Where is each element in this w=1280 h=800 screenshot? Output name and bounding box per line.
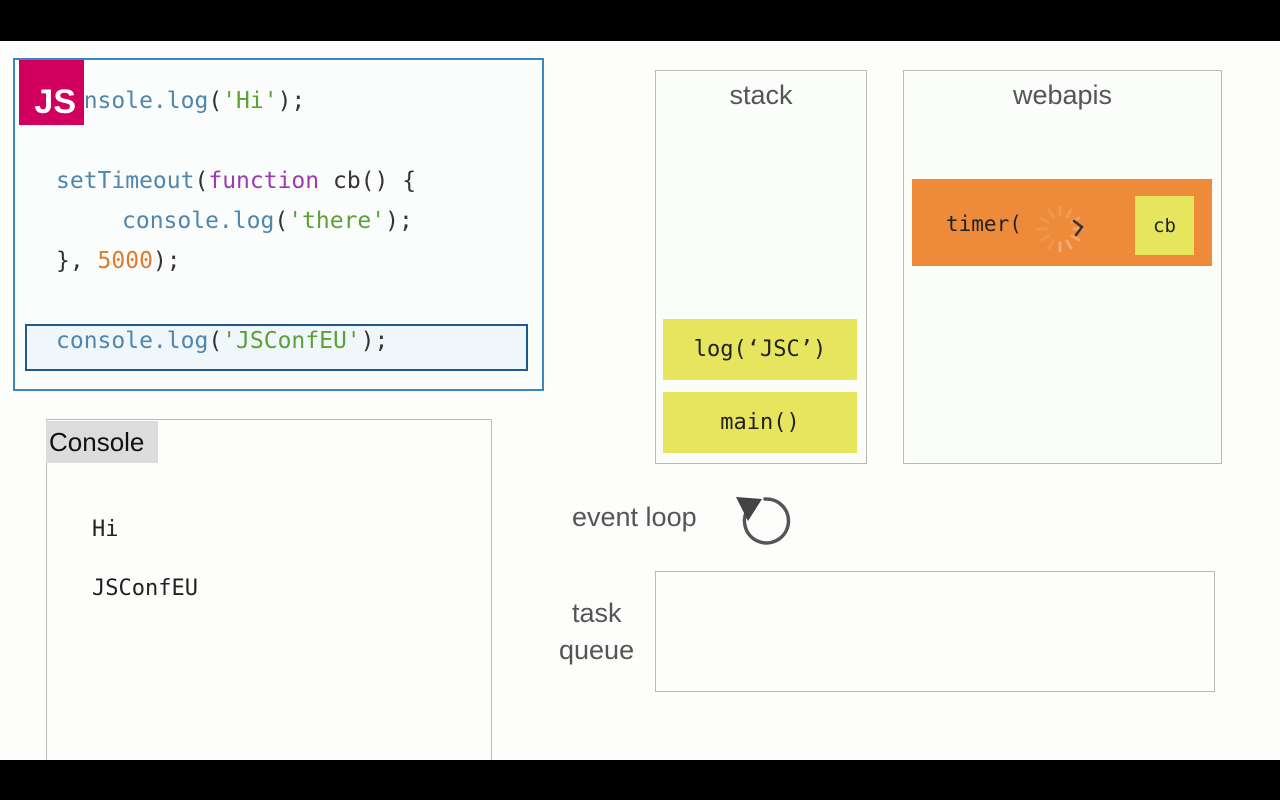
code-identifier: setTimeout (56, 168, 195, 194)
code-punct: ( (194, 168, 209, 194)
stack-frame: log(‘JSC’) (663, 319, 857, 380)
current-line-highlight (25, 324, 528, 371)
console-output-line: JSConfEU (92, 576, 198, 601)
code-line-3: console.log('there'); (122, 208, 413, 234)
code-punct: ); (277, 88, 306, 114)
webapis-panel: webapis (903, 70, 1222, 464)
code-identifier: console.log (122, 208, 275, 234)
code-keyword: function (208, 168, 320, 194)
webapis-title: webapis (1012, 80, 1113, 110)
task-queue-label-1: task (572, 598, 622, 628)
console-title: Console (46, 421, 158, 463)
loop-arrow-icon (736, 497, 791, 545)
code-line-1: console.log('Hi'); (56, 88, 305, 114)
stack-title: stack (729, 80, 793, 110)
console-output-line: Hi (92, 517, 119, 542)
code-identifier: console.log (56, 328, 209, 354)
code-punct: ( (208, 88, 223, 114)
code-line-4: }, 5000); (56, 248, 181, 274)
spinner-icon (1036, 205, 1084, 253)
code-line-2: setTimeout(function cb() { (56, 168, 416, 194)
task-queue-box (655, 571, 1215, 692)
code-punct: ( (274, 208, 289, 234)
console-panel (46, 419, 492, 760)
code-punct: ( (208, 328, 223, 354)
task-queue-label-2: queue (559, 635, 635, 665)
code-punct: ); (152, 248, 181, 274)
code-punct: ); (385, 208, 413, 234)
code-number: 5000 (97, 248, 153, 274)
timer-label: timer( (946, 212, 1022, 236)
js-logo: JS (19, 60, 84, 125)
event-loop-label: event loop (572, 502, 697, 532)
code-punct: ); (360, 328, 389, 354)
callback-box: cb (1135, 196, 1194, 255)
code-string: 'there' (288, 208, 386, 234)
code-line-5: console.log('JSConfEU'); (56, 328, 388, 354)
code-punct: cb() { (319, 168, 417, 194)
code-string: 'Hi' (222, 88, 278, 114)
stack-frame: main() (663, 392, 857, 453)
slide: console.log('Hi'); setTimeout(function c… (0, 41, 1280, 760)
code-string: 'JSConfEU' (222, 328, 361, 354)
code-punct: }, (56, 248, 98, 274)
